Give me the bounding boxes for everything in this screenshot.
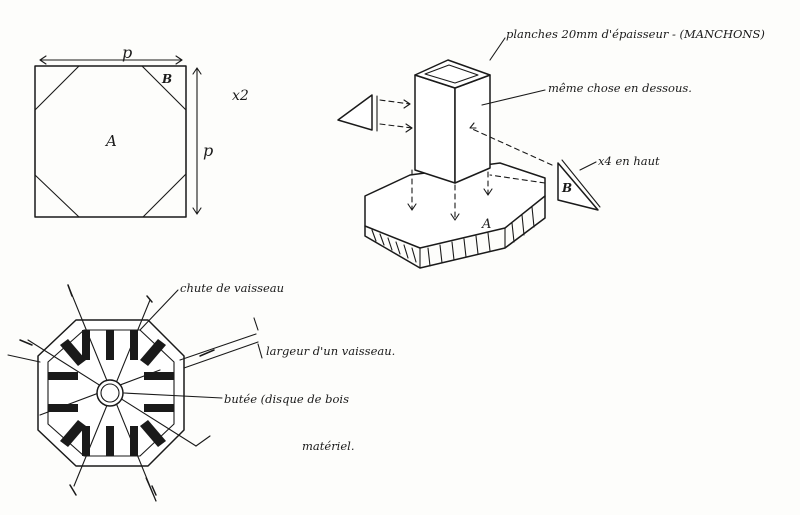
right-triangle-thickness	[561, 159, 601, 208]
sleeve-side-face	[454, 74, 491, 184]
wheel-plan: chute de vaisseau largeur d'un vaisseau.…	[7, 281, 395, 502]
assembly-arrow-heads	[403, 99, 493, 221]
stop-label: butée (disque de bois	[224, 392, 349, 406]
x4-leader	[579, 161, 597, 171]
planks-leader	[489, 37, 506, 61]
material-label: matériel.	[302, 439, 355, 453]
region-a-label: A	[104, 132, 117, 150]
blade-width-tick-bottom	[257, 343, 263, 359]
inner-octagon	[34, 65, 187, 218]
corner-b-label: B	[161, 72, 172, 86]
blade-drop-label: chute de vaisseau	[180, 281, 284, 295]
sleeve-top-face	[414, 59, 491, 89]
sleeve-opening	[424, 64, 479, 84]
blade-width-edge-b	[183, 341, 259, 369]
square-side-label: p	[203, 141, 213, 160]
base-a-label: A	[481, 217, 491, 232]
sleeve-front-face	[414, 74, 456, 184]
assembly-3d: planches 20mm d'épaisseur - (MANCHONS) m…	[337, 27, 765, 269]
arrow-head-bottom	[192, 207, 202, 215]
stop-leader	[123, 392, 223, 399]
base-side-band	[364, 195, 546, 269]
arrow-head-top	[192, 67, 202, 75]
blade-width-label: largeur d'un vaisseau.	[266, 344, 395, 358]
wheel-vane-slots	[48, 330, 174, 456]
left-triangle	[337, 94, 373, 131]
arrow-head-left	[39, 55, 47, 65]
square-top-label: p	[122, 43, 132, 62]
base-vane-hatching	[371, 206, 535, 267]
wheel-tick-marks	[19, 284, 215, 496]
wheel-inner-octagon	[47, 329, 175, 457]
x4-top-label: x4 en haut	[598, 154, 660, 168]
multiplier-label: x2	[232, 88, 249, 104]
right-triangle	[557, 162, 599, 211]
blade-width-edge-a	[179, 333, 257, 361]
planks-label: planches 20mm d'épaisseur - (MANCHONS)	[506, 27, 765, 41]
blade-drop-leader	[139, 289, 179, 331]
square-template: p p A B x2	[34, 43, 249, 218]
stop-disc-inner	[100, 383, 120, 403]
same-below-leader	[481, 89, 546, 106]
assembly-arrows	[379, 99, 553, 221]
triangle-b-label: B	[561, 181, 572, 195]
blade-width-tick-top	[253, 317, 259, 331]
arrow-head-right	[175, 55, 183, 65]
same-below-label: même chose en dessous.	[548, 81, 692, 95]
